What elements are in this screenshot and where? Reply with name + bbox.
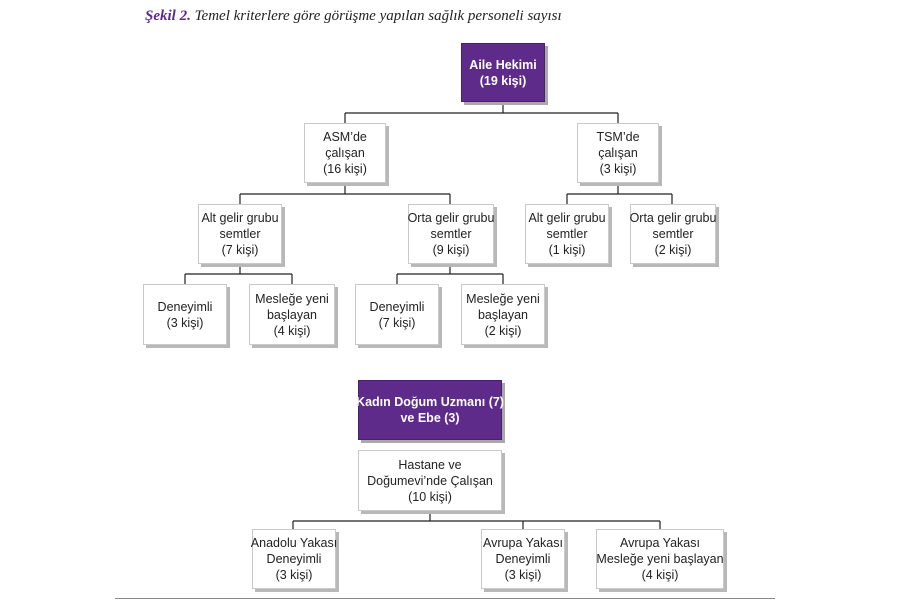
figure-label: Şekil 2. <box>145 8 191 24</box>
node-line: (3 kişi) <box>166 315 204 330</box>
node-avrupa-meslege-yeni: Avrupa Yakası Mesleğe yeni başlayan (4 k… <box>596 529 724 589</box>
node-line: (2 kişi) <box>484 323 522 338</box>
node-line: (3 kişi) <box>504 568 542 582</box>
node-line: Avrupa Yakası <box>483 536 563 550</box>
node-kadin-dogum-ebe: Kadın Doğum Uzmanı (7) ve Ebe (3) <box>356 380 504 440</box>
node-line: TSM’de <box>596 130 640 144</box>
node-line: Mesleğe yeni başlayan <box>596 552 724 566</box>
node-line: çalışan <box>325 146 365 160</box>
node-tsm-alt-gelir: Alt gelir grubu semtler (1 kişi) <box>525 204 609 264</box>
node-alt-meslege-yeni: Mesleğe yeni başlayan (4 kişi) <box>249 284 335 345</box>
node-line: (3 kişi) <box>275 568 313 582</box>
node-asm-calisan: ASM’de çalışan (16 kişi) <box>304 123 386 183</box>
node-line: başlayan <box>477 307 529 322</box>
node-line: (9 kişi) <box>432 243 470 257</box>
node-line: Avrupa Yakası <box>620 536 700 550</box>
node-hastane-dogumevi: Hastane ve Doğumevi’nde Çalışan (10 kişi… <box>358 450 502 511</box>
node-tsm-orta-gelir: Orta gelir grubu semtler (2 kişi) <box>630 204 716 264</box>
node-line: ve Ebe (3) <box>400 411 460 425</box>
node-tsm-calisan: TSM’de çalışan (3 kişi) <box>577 123 659 183</box>
figure-caption: Şekil 2. Temel kriterlere göre görüşme y… <box>145 8 562 25</box>
node-line: Mesleğe yeni <box>255 291 329 306</box>
figure-title: Temel kriterlere göre görüşme yapılan sa… <box>194 8 562 24</box>
node-line: başlayan <box>266 307 318 322</box>
node-line: Hastane ve <box>398 457 462 472</box>
node-aile-hekimi: Aile Hekimi (19 kişi) <box>461 43 545 102</box>
node-line: semtler <box>430 227 472 241</box>
node-avrupa-deneyimli: Avrupa Yakası Deneyimli (3 kişi) <box>481 529 565 589</box>
node-asm-orta-gelir: Orta gelir grubu semtler (9 kişi) <box>408 204 494 264</box>
node-orta-deneyimli: Deneyimli (7 kişi) <box>355 284 439 345</box>
node-line: Deneyimli <box>157 299 213 314</box>
node-orta-meslege-yeni: Mesleğe yeni başlayan (2 kişi) <box>461 284 545 345</box>
node-line: semtler <box>219 227 261 241</box>
node-line: çalışan <box>598 146 638 160</box>
node-line: semtler <box>652 227 694 241</box>
node-line: Deneyimli <box>495 552 551 566</box>
node-line: Orta gelir grubu <box>407 211 495 225</box>
node-line: Deneyimli <box>266 552 322 566</box>
node-line: (4 kişi) <box>273 323 311 338</box>
node-line: Mesleğe yeni <box>466 291 540 306</box>
bottom-rule <box>115 598 775 599</box>
node-line: Alt gelir grubu <box>201 211 279 225</box>
node-line: Kadın Doğum Uzmanı (7) <box>356 395 504 409</box>
node-line: Anadolu Yakası <box>250 536 338 550</box>
node-line: Alt gelir grubu <box>528 211 606 225</box>
node-line: (1 kişi) <box>548 243 586 257</box>
node-line: (16 kişi) <box>323 162 367 176</box>
node-alt-deneyimli: Deneyimli (3 kişi) <box>143 284 227 345</box>
node-line: ASM’de <box>323 130 367 144</box>
node-line: (7 kişi) <box>221 243 259 257</box>
node-line: (10 kişi) <box>408 489 452 504</box>
node-line: semtler <box>546 227 588 241</box>
node-line: Deneyimli <box>369 299 425 314</box>
node-line: (7 kişi) <box>378 315 416 330</box>
node-line: (19 kişi) <box>479 73 527 88</box>
node-line: Aile Hekimi <box>469 57 537 72</box>
node-line: (2 kişi) <box>654 243 692 257</box>
node-anadolu-deneyimli: Anadolu Yakası Deneyimli (3 kişi) <box>250 529 338 589</box>
node-line: Doğumevi’nde Çalışan <box>367 473 493 488</box>
node-line: (3 kişi) <box>599 162 637 176</box>
node-line: Orta gelir grubu <box>629 211 717 225</box>
node-line: (4 kişi) <box>641 568 679 582</box>
node-asm-alt-gelir: Alt gelir grubu semtler (7 kişi) <box>198 204 282 264</box>
